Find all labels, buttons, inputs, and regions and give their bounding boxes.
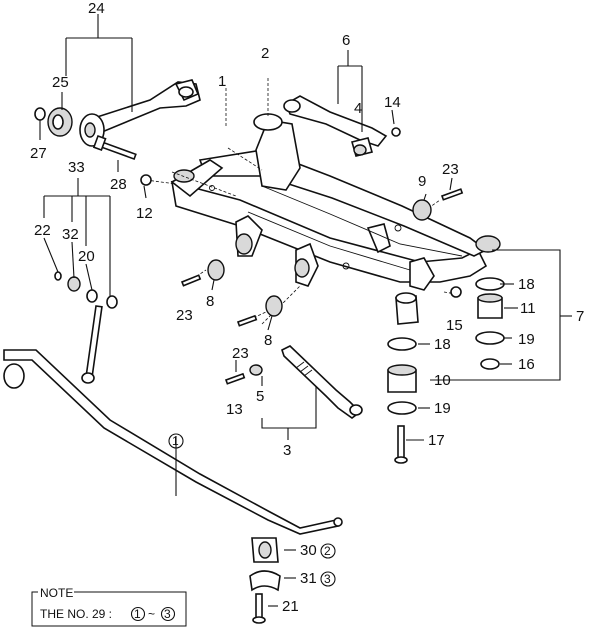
callout-6: 6: [342, 32, 350, 49]
note-box: NOTE THE NO. 29 : 1 ~ 3: [31, 586, 187, 627]
callout-27: 27: [30, 145, 47, 162]
callout-10: 10: [434, 372, 451, 389]
note-title: NOTE: [40, 586, 73, 600]
callout-8-upper: 8: [206, 293, 214, 310]
callout-11: 11: [520, 300, 536, 317]
lower-arm-3: [249, 345, 363, 419]
callout-23-mid: 23: [232, 345, 249, 362]
callout-5: 5: [256, 388, 264, 405]
upper-arm-6: [283, 95, 401, 157]
bushing-25: [47, 107, 73, 137]
note-ref-end: 3: [164, 607, 171, 621]
callout-19-right: 19: [518, 331, 535, 348]
circled-refs: 1 2 3: [168, 433, 336, 587]
note-ref-start: 1: [134, 607, 141, 621]
nut-15: [450, 286, 462, 298]
rear-crossmember: [170, 113, 501, 325]
bracket-30: [251, 537, 279, 563]
mount-stack: [387, 277, 505, 464]
callout-33: 33: [68, 159, 85, 176]
bushing-31: [249, 570, 281, 592]
callout-8-lower: 8: [264, 332, 272, 349]
bushing-8-upper: [207, 259, 225, 281]
callout-9: 9: [418, 173, 426, 190]
callout-14: 14: [384, 94, 401, 111]
note-prefix: THE NO. 29 :: [40, 607, 112, 621]
callout-4: 4: [354, 100, 362, 117]
callout-13: 13: [226, 401, 243, 418]
callout-28: 28: [110, 176, 127, 193]
callout-31: 31: [300, 570, 317, 587]
bolt-21: [252, 593, 266, 624]
callout-19-left: 19: [434, 400, 451, 417]
callout-7: 7: [576, 308, 584, 325]
callout-labels: 24 25 27 28 1 2 6 4 14 9 23 12 33 22 32 …: [30, 0, 584, 615]
bolt-23-mid: [236, 314, 258, 327]
callout-16: 16: [518, 356, 535, 373]
callout-18-left: 18: [434, 336, 451, 353]
callout-17: 17: [428, 432, 445, 449]
callout-20: 20: [78, 248, 95, 265]
callout-12: 12: [136, 205, 153, 222]
stabilizer-link: [81, 295, 118, 384]
circled-ref-2: 2: [324, 544, 331, 558]
callout-1: 1: [218, 73, 226, 90]
circled-ref-3: 3: [324, 572, 331, 586]
bushing-9: [412, 199, 432, 221]
callout-3: 3: [283, 442, 291, 459]
bolt-13: [224, 372, 246, 385]
note-range-sep: ~: [148, 607, 155, 621]
callout-30: 30: [300, 542, 317, 559]
callout-21: 21: [282, 598, 299, 615]
callout-18-right: 18: [518, 276, 535, 293]
leader-lines: [39, 14, 572, 607]
callout-23-right: 23: [442, 161, 459, 178]
nut-27: [34, 107, 46, 121]
callout-2: 2: [261, 45, 269, 62]
stabilizer-bar: [3, 349, 343, 535]
bolt-12: [140, 174, 152, 186]
callout-15: 15: [446, 317, 463, 334]
callout-25: 25: [52, 74, 69, 91]
bolt-28: [92, 134, 137, 161]
bolt-23-left: [180, 274, 202, 287]
callout-24: 24: [88, 0, 105, 17]
bolt-23-right: [440, 188, 464, 201]
callout-23-left: 23: [176, 307, 193, 324]
callout-32: 32: [62, 226, 79, 243]
circled-ref-1: 1: [172, 434, 179, 448]
washer-group-33: [54, 271, 98, 303]
callout-22: 22: [34, 222, 51, 239]
bushing-8-lower: [265, 295, 283, 317]
